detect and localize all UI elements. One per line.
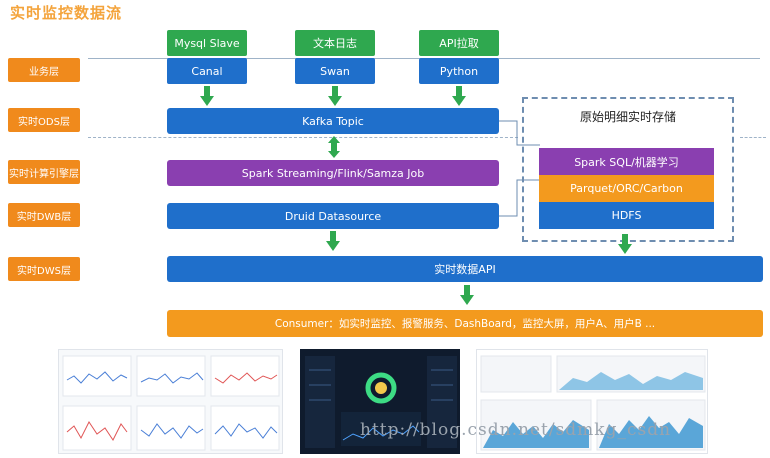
layer-label-compute: 实时计算引擎层 [8, 160, 80, 184]
down-arrow-icon [328, 86, 342, 106]
source-text-log: 文本日志 [295, 30, 375, 56]
storage-title: 原始明细实时存储 [579, 110, 676, 124]
watermark-text: http://blog.csdn.net/sdmkg_csdn [360, 420, 672, 440]
druid-datasource-box: Druid Datasource [167, 203, 499, 229]
down-arrow-icon [452, 86, 466, 106]
consumer-box: Consumer：如实时监控、报警服务、DashBoard，监控大屏，用户A、用… [167, 310, 763, 337]
big-screen-thumbnail-icon [305, 356, 457, 448]
bidirectional-arrow-icon [328, 136, 340, 158]
hdfs-box: HDFS [539, 202, 714, 229]
realtime-api-box: 实时数据API [167, 256, 763, 282]
layer-label-ods: 实时ODS层 [8, 108, 80, 132]
file-format-box: Parquet/ORC/Carbon [539, 175, 714, 202]
connector-lines [499, 120, 540, 217]
spark-sql-box: Spark SQL/机器学习 [539, 148, 714, 175]
layer-divider [740, 137, 766, 138]
layer-label-dwb: 实时DWB层 [8, 203, 80, 227]
layer-label-business: 业务层 [8, 58, 80, 82]
down-arrow-icon [326, 231, 340, 251]
layer-label-dws: 实时DWS层 [8, 257, 80, 281]
down-arrow-icon [200, 86, 214, 106]
layer-divider [88, 137, 518, 138]
page-title: 实时监控数据流 [10, 4, 123, 22]
dashboard-thumbnail-area [476, 349, 708, 454]
source-api-pull: API拉取 [419, 30, 499, 56]
kafka-topic-box: Kafka Topic [167, 108, 499, 134]
down-arrow-icon [618, 234, 632, 254]
down-arrow-icon [460, 285, 474, 305]
area-charts-thumbnail-icon [480, 355, 706, 451]
source-mysql-slave: Mysql Slave [167, 30, 247, 56]
dashboard-thumbnail-dark [300, 349, 460, 454]
compute-engine-box: Spark Streaming/Flink/Samza Job [167, 160, 499, 186]
line-charts-thumbnail-icon [62, 355, 280, 451]
dashboard-thumbnail-charts [58, 349, 283, 454]
collector-swan: Swan [295, 58, 375, 84]
collector-canal: Canal [167, 58, 247, 84]
collector-python: Python [419, 58, 499, 84]
